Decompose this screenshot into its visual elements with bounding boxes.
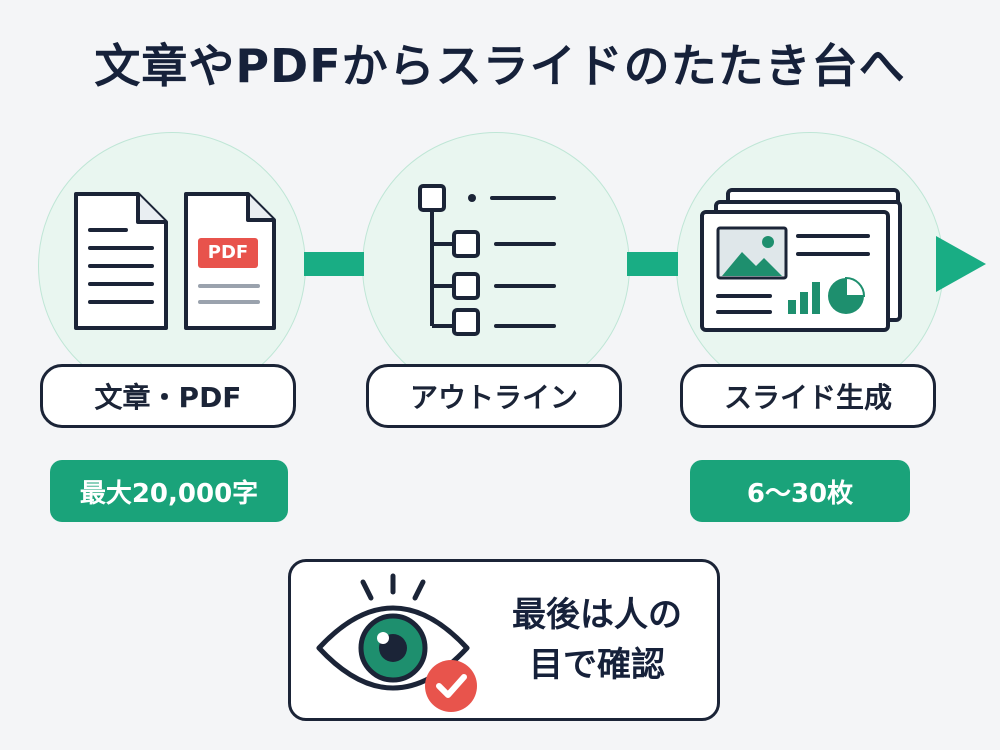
outline-tree-icon [418,184,556,336]
step-3-note: 6〜30枚 [690,460,910,522]
slides-icon [700,188,902,332]
connector-2-3 [627,252,678,276]
human-review-text: 最後は人の 目で確認 [487,590,707,690]
pdf-badge-label: PDF [207,242,249,263]
step-1-note: 最大20,000字 [50,460,288,522]
document-pdf-icon [74,192,276,330]
human-review-card: 最後は人の 目で確認 [288,559,720,721]
step-1-label: 文章・PDF [40,364,296,428]
step-2-circle [362,132,630,400]
flow-arrow-icon [936,236,986,292]
step-2-label: アウトライン [366,364,622,428]
connector-1-2 [304,252,364,276]
human-review-line-2: 目で確認 [529,645,665,685]
human-review-line-1: 最後は人の [512,595,682,635]
eye-check-icon [316,573,477,712]
page-title: 文章やPDFからスライドのたたき台へ [94,39,906,93]
step-3-label: スライド生成 [680,364,936,428]
